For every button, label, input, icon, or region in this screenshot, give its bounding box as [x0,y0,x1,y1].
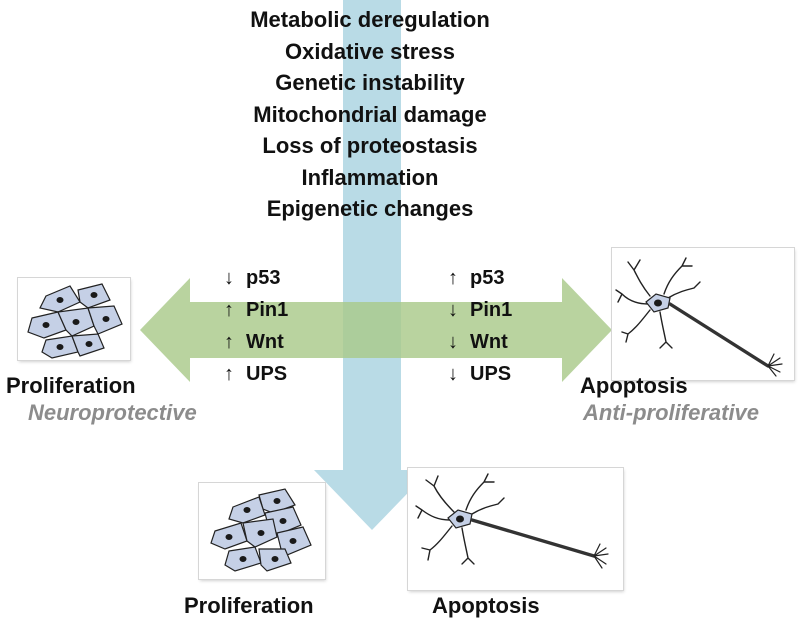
marker-row: ↓ Pin1 [448,294,512,326]
marker-label: Wnt [246,331,284,353]
right-outcome-title: Apoptosis [580,373,688,398]
proliferation-cells-card-bottom [199,483,325,579]
bottom-left-label: Proliferation [184,593,314,618]
marker-label: p53 [470,267,505,289]
vertical-arrow [314,0,430,530]
marker-row: ↓ UPS [448,358,512,390]
factor-item: Oxidative stress [285,38,455,64]
neuron-icon [415,473,609,569]
factor-item: Loss of proteostasis [262,133,478,158]
up-arrow-icon: ↑ [224,363,234,385]
horizontal-double-arrow [140,278,612,382]
factor-item: Mitochondrial damage [253,101,487,127]
marker-row: ↑ p53 [448,262,512,294]
marker-row: ↓ Wnt [448,326,512,358]
factor-item: Inflammation [301,164,439,190]
up-arrow-icon: ↑ [224,331,234,353]
marker-row: ↑ Wnt [224,326,288,358]
marker-label: Wnt [470,331,508,353]
stress-factors-list: Metabolic deregulation Oxidative stress … [180,4,560,225]
left-outcome-title: Proliferation [6,373,136,398]
factor-item: Genetic instability [275,70,465,95]
down-arrow-icon: ↓ [448,299,458,321]
marker-label: UPS [246,363,288,385]
down-arrow-icon: ↓ [224,267,234,289]
bottom-right-label: Apoptosis [432,593,540,618]
right-markers: ↑ p53 ↓ Pin1 ↓ Wnt ↓ UPS [448,262,512,390]
left-outcome-subtitle: Neuroprotective [28,400,197,425]
marker-label: p53 [246,267,281,289]
factor-item: Metabolic deregulation [250,7,490,32]
apoptosis-neuron-card-bottom [408,468,623,590]
cell-cluster-icon [27,283,123,359]
marker-row: ↑ UPS [224,358,288,390]
factor-item: Epigenetic changes [266,196,474,221]
down-arrow-icon: ↓ [448,363,458,385]
apoptosis-neuron-card-right [612,248,794,380]
proliferation-cells-card-left [18,278,130,360]
marker-label: UPS [470,363,512,385]
cell-cluster-icon [210,488,312,572]
right-outcome-subtitle: Anti-proliferative [583,400,760,425]
up-arrow-icon: ↑ [448,267,458,289]
marker-row: ↑ Pin1 [224,294,288,326]
up-arrow-icon: ↑ [224,299,234,321]
marker-label: Pin1 [246,299,289,321]
marker-label: Pin1 [470,299,513,321]
marker-row: ↓ p53 [224,262,288,294]
left-markers: ↓ p53 ↑ Pin1 ↑ Wnt ↑ UPS [224,262,288,390]
neuron-icon [615,257,783,377]
down-arrow-icon: ↓ [448,331,458,353]
